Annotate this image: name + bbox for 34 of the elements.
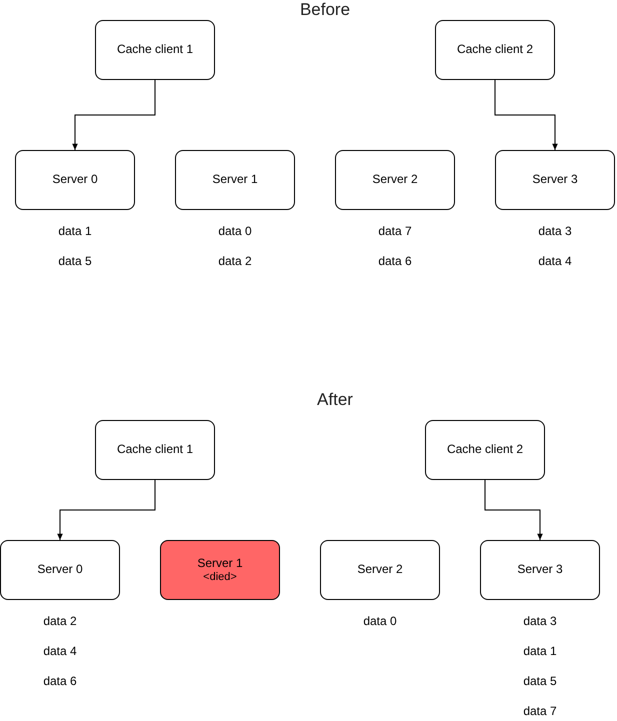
process-box: Server 2 [320, 540, 440, 600]
data-label: data 7 [377, 224, 413, 238]
data-label: data 3 [537, 224, 573, 238]
data-label: data 6 [42, 674, 78, 688]
process-box: Cache client 2 [435, 20, 555, 80]
section-heading: After [317, 390, 353, 410]
process-box: Server 0 [15, 150, 135, 210]
arrow [494, 80, 558, 150]
data-label: data 0 [362, 614, 398, 628]
failed-server-box: Server 1 <died> [160, 540, 280, 600]
data-label: data 1 [522, 644, 558, 658]
process-box: Server 1 [175, 150, 295, 210]
arrow [57, 480, 156, 540]
data-label: data 3 [522, 614, 558, 628]
arrow [72, 80, 156, 150]
process-box: Cache client 2 [425, 420, 545, 480]
data-label: data 5 [522, 674, 558, 688]
data-label: data 6 [377, 254, 413, 268]
data-label: data 7 [522, 704, 558, 718]
data-label: data 4 [42, 644, 78, 658]
data-label: data 1 [57, 224, 93, 238]
data-label: data 0 [217, 224, 253, 238]
process-box: Server 2 [335, 150, 455, 210]
data-label: data 2 [42, 614, 78, 628]
data-label: data 2 [217, 254, 253, 268]
process-box: Cache client 1 [95, 420, 215, 480]
arrow [484, 480, 543, 540]
process-box: Server 0 [0, 540, 120, 600]
data-label: data 4 [537, 254, 573, 268]
section-heading: Before [300, 0, 350, 20]
process-box: Server 3 [480, 540, 600, 600]
data-label: data 5 [57, 254, 93, 268]
process-box: Cache client 1 [95, 20, 215, 80]
process-box: Server 3 [495, 150, 615, 210]
